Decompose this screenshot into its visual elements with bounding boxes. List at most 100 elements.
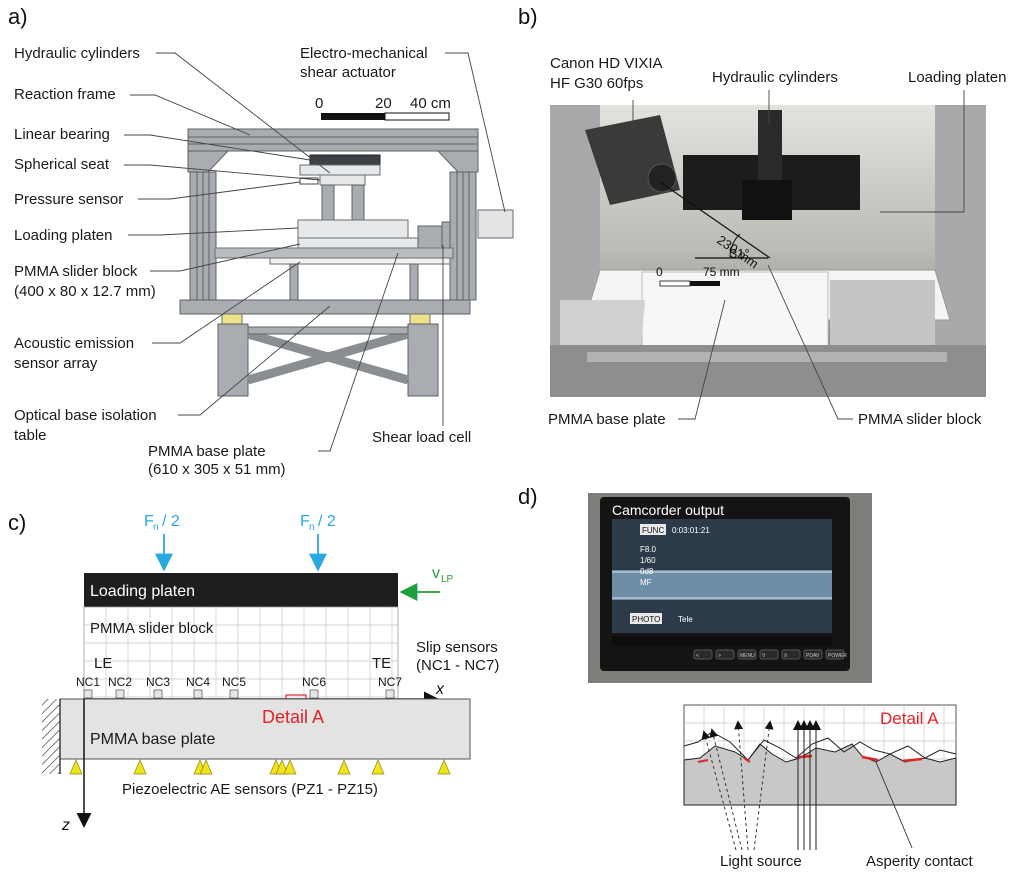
photo-b <box>550 105 986 397</box>
monitor-button-label-4: V <box>762 653 766 659</box>
scale-a-end: 40 cm <box>410 95 451 112</box>
ae-sensor-2 <box>133 759 147 775</box>
label-ae-array-2: sensor array <box>14 355 98 372</box>
slip-sensor-4 <box>193 689 203 699</box>
monitor-button-1[interactable] <box>693 649 713 660</box>
label-camera-1: Canon HD VIXIA <box>550 55 663 72</box>
slip-sensor-label-6: NC6 <box>302 675 326 689</box>
slip-sensor-label-7: NC7 <box>378 675 402 689</box>
isolation-table <box>179 299 471 397</box>
slip-sensor-label-1: NC1 <box>76 675 100 689</box>
ae-sensor-10 <box>437 759 451 775</box>
label-isolation-2: table <box>14 427 47 444</box>
label-spherical-seat: Spherical seat <box>14 156 110 173</box>
label-camera-2: HF G30 60fps <box>550 75 643 92</box>
panel-a-label: a) <box>8 4 28 29</box>
slip-sensor-3 <box>153 689 163 699</box>
slip-sensors-label-2: (NC1 - NC7) <box>416 657 499 674</box>
label-loading-platen-b: Loading platen <box>908 69 1006 86</box>
slip-sensor-label-4: NC4 <box>186 675 210 689</box>
base-plate-a <box>214 247 454 301</box>
label-shear-load-cell: Shear load cell <box>372 429 471 446</box>
label-base-plate-a-2: (610 x 305 x 51 mm) <box>148 461 286 478</box>
monitor-button-label-5: Λ <box>784 653 788 659</box>
panel-d: d) Camcorder output FUNC 0:03:01:21 F8.0… <box>518 484 974 870</box>
hydraulic-assembly <box>299 154 381 221</box>
monitor-button-2[interactable] <box>715 649 735 660</box>
monitor-button-7[interactable] <box>825 649 845 660</box>
velocity-symbol: v <box>432 565 440 582</box>
trailing-edge-label: TE <box>372 655 391 672</box>
monitor-button-label-1: < <box>696 653 699 659</box>
force-1-sub: n <box>153 522 159 533</box>
panel-c: c) F n / 2 F n / 2 v LP Loading platen P… <box>8 510 499 834</box>
panel-d-label: d) <box>518 484 538 509</box>
panel-c-label: c) <box>8 510 26 535</box>
scale-bar-a: 0 20 40 cm <box>315 95 451 121</box>
loading-platen-c-label: Loading platen <box>90 583 195 600</box>
ae-sensor-1 <box>69 759 83 775</box>
force-1-tail: / 2 <box>162 513 180 530</box>
label-slider-block-b: PMMA slider block <box>858 411 982 428</box>
panel-a: a) 0 20 40 cm <box>8 4 514 478</box>
ae-sensors-label: Piezoelectric AE sensors (PZ1 - PZ15) <box>122 781 378 798</box>
ae-sensor-8 <box>337 759 351 775</box>
scale-b-end: 75 mm <box>703 265 740 279</box>
label-slider-a-1: PMMA slider block <box>14 263 138 280</box>
monitor-button-label-2: > <box>718 653 721 659</box>
velocity-arrow: v LP <box>399 565 454 601</box>
slip-sensor-7 <box>385 689 395 699</box>
osd-mf: MF <box>640 578 652 587</box>
slip-sensor-label-5: NC5 <box>222 675 246 689</box>
ae-sensor-array <box>69 759 451 775</box>
slip-sensors-label-1: Slip sensors <box>416 639 498 656</box>
monitor-button-5[interactable] <box>781 649 801 660</box>
label-hydraulic-cylinders-b: Hydraulic cylinders <box>712 69 838 86</box>
ae-sensor-4 <box>199 759 213 775</box>
scattered-ray-2 <box>709 728 743 851</box>
slip-sensor-1 <box>83 689 93 699</box>
x-axis-label: x <box>435 681 445 698</box>
label-pressure-sensor: Pressure sensor <box>14 191 123 208</box>
osd-func: FUNC <box>642 526 664 535</box>
monitor-button-3[interactable] <box>737 649 757 660</box>
monitor-title: Camcorder output <box>612 502 724 518</box>
panel-a-labels: Hydraulic cylinders Reaction frame Linea… <box>14 45 506 478</box>
label-actuator-1: Electro-mechanical <box>300 45 428 62</box>
monitor-button-label-3: MENU <box>740 653 755 659</box>
osd-gain: 0d8 <box>640 567 654 576</box>
label-linear-bearing: Linear bearing <box>14 126 110 143</box>
osd-photo: PHOTO <box>632 615 660 624</box>
osd-time: 0:03:01:21 <box>672 526 710 535</box>
slip-sensor-6 <box>309 689 319 699</box>
label-reaction-frame: Reaction frame <box>14 86 116 103</box>
normal-force-arrows: F n / 2 F n / 2 <box>144 513 336 572</box>
velocity-sub: LP <box>441 574 454 585</box>
monitor-button-label-6: PDAV <box>806 653 820 659</box>
scale-a-mid: 20 <box>375 95 392 112</box>
force-1-symbol: F <box>144 513 154 530</box>
label-isolation-1: Optical base isolation <box>14 407 157 424</box>
panel-b-labels: Canon HD VIXIA HF G30 60fps Hydraulic cy… <box>548 55 1006 428</box>
detail-a-label-c: Detail A <box>262 707 324 727</box>
label-actuator-2: shear actuator <box>300 64 396 81</box>
ae-sensor-7 <box>283 759 297 775</box>
label-loading-platen-a: Loading platen <box>14 227 112 244</box>
panel-b: b) 230 mm 31° 0 75 mm <box>518 4 1006 428</box>
osd-fstop: F8.0 <box>640 545 657 554</box>
label-ae-array-1: Acoustic emission <box>14 335 134 352</box>
osd-shutter: 1/60 <box>640 556 656 565</box>
asperity-contact-label: Asperity contact <box>866 853 974 870</box>
light-source-label: Light source <box>720 853 802 870</box>
label-slider-a-2: (400 x 80 x 12.7 mm) <box>14 283 156 300</box>
monitor-button-4[interactable] <box>759 649 779 660</box>
scattered-ray-1 <box>701 730 737 851</box>
monitor-button-6[interactable] <box>803 649 823 660</box>
monitor-button-label-7: POWER <box>828 653 847 659</box>
fixed-support-hatch <box>42 699 60 774</box>
scale-a-zero: 0 <box>315 95 323 112</box>
label-base-plate-b: PMMA base plate <box>548 411 666 428</box>
angle-label: 31° <box>730 246 750 261</box>
